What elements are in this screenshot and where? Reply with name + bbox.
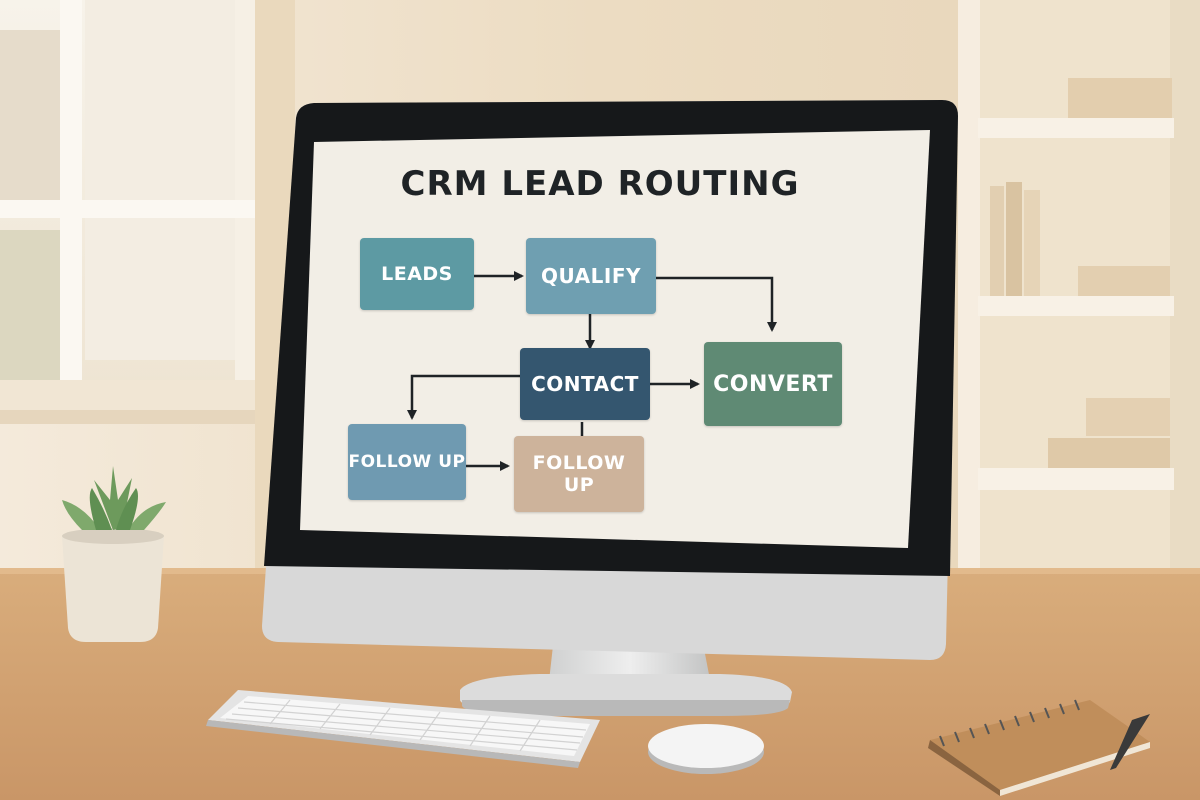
- notebook: [928, 699, 1150, 796]
- node-follow-up-left: FOLLOW UP: [348, 424, 466, 500]
- diagram-title: CRM LEAD ROUTING: [400, 164, 800, 204]
- window: [0, 0, 295, 620]
- potted-succulent: [62, 466, 166, 642]
- keyboard: [206, 690, 600, 768]
- arrow-qualify-to-convert: [656, 276, 777, 332]
- node-leads: LEADS: [360, 238, 474, 310]
- node-convert: CONVERT: [704, 342, 842, 426]
- monitor-screen: CRM LEAD ROUTING LEADS QUALIFY CONTACT C…: [300, 140, 916, 530]
- node-contact: CONTACT: [520, 348, 650, 420]
- node-follow-up-right: FOLLOW UP: [514, 436, 644, 512]
- arrow-contact-to-followup: [407, 374, 520, 420]
- mouse: [648, 724, 764, 774]
- flow-arrows: [407, 271, 777, 471]
- node-qualify: QUALIFY: [526, 238, 656, 314]
- bookshelf: [958, 0, 1200, 660]
